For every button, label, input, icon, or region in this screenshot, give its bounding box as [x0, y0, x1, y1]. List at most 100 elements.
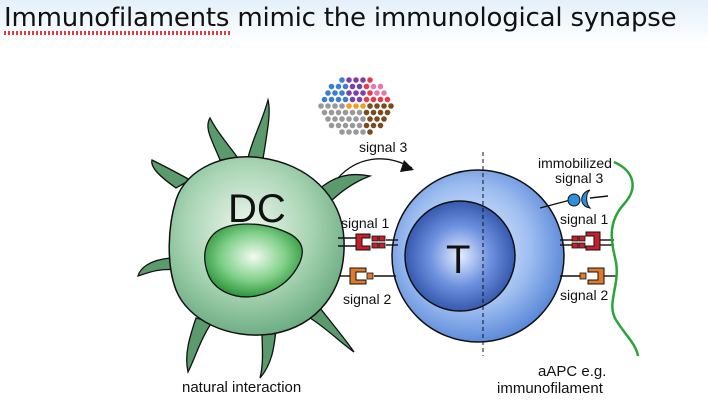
left-synapse	[338, 233, 398, 285]
signal3-label: signal 3	[359, 139, 407, 155]
dendrite	[247, 97, 270, 166]
dendrite	[186, 317, 214, 374]
peptide-icon	[371, 242, 379, 249]
cytokine-dot	[367, 129, 373, 135]
cytokine-dot	[367, 90, 373, 96]
cytokine-dot	[318, 103, 324, 109]
peptide-icon	[371, 235, 379, 242]
cytokine-dot	[356, 122, 363, 129]
right-synapse	[539, 189, 616, 285]
cytokine-dot	[325, 103, 331, 109]
dendrite	[207, 116, 240, 161]
signal2-left-label: signal 2	[343, 291, 391, 307]
cytokine-dot	[363, 122, 370, 129]
cytokine-dot	[363, 96, 370, 103]
cytokine-dot	[384, 109, 391, 116]
signal3-cytokine-cluster	[318, 77, 394, 135]
cytokine-dot	[342, 122, 349, 129]
mhc-mimic-icon	[585, 231, 601, 251]
t-cell-nucleus	[404, 200, 516, 312]
cytokine-dot	[328, 96, 335, 103]
cytokine-dot	[360, 90, 366, 96]
cytokine-dot	[360, 103, 366, 109]
cytokine-dot	[384, 96, 391, 103]
cytokine-dot	[381, 116, 387, 122]
cytokine-dot	[367, 116, 373, 122]
cytokine-dot	[332, 90, 338, 96]
dc-nucleus	[204, 223, 303, 298]
cytokine-dot	[349, 109, 356, 116]
dendrite	[308, 307, 355, 353]
cytokine-dot	[374, 90, 380, 96]
cytokine-dot	[356, 109, 363, 116]
cytokine-dot	[370, 109, 377, 116]
cytokine-dot	[353, 77, 359, 83]
cytokine-dot	[363, 109, 370, 116]
signal1-right-label: signal 1	[560, 211, 608, 227]
peptide-icon	[378, 242, 386, 249]
cytokine-dot	[360, 129, 366, 135]
natural-interaction-label: natural interaction	[182, 379, 301, 396]
signal1-left-label: signal 1	[341, 215, 389, 231]
cytokine-dot	[325, 116, 331, 122]
cytokine-dot	[339, 90, 345, 96]
mhc-receptor-icon	[355, 233, 371, 251]
cytokine-dot	[363, 83, 370, 90]
cytokine-dot	[349, 122, 356, 129]
cytokine-dot	[388, 103, 394, 109]
cytokine-dot	[381, 103, 387, 109]
dendrite	[317, 173, 373, 206]
cytokine-dot	[335, 96, 342, 103]
arrow-head-icon	[400, 160, 414, 172]
cytokine-dot	[339, 77, 345, 83]
cytokine-dot	[325, 90, 331, 96]
peptide-icon	[571, 235, 579, 242]
cytokine-dot	[370, 96, 377, 103]
cytokine-dot	[346, 103, 352, 109]
cytokine-dot	[353, 116, 359, 122]
cytokine-dot	[328, 109, 335, 116]
cytokine-dot	[367, 77, 373, 83]
cytokine-dot	[328, 83, 335, 90]
immobilized-label: immobilized	[538, 155, 612, 171]
cytokine-dot	[321, 96, 328, 103]
costim-receptor-icon	[349, 267, 367, 285]
dendrite	[137, 257, 180, 277]
cytokine-dot	[339, 116, 345, 122]
dendrite	[151, 159, 192, 189]
immunofilament-backbone	[610, 160, 640, 357]
peptide-icon	[378, 235, 386, 242]
cytokine-dot	[374, 103, 380, 109]
cytokine-dot	[353, 90, 359, 96]
cytokine-dot	[353, 129, 359, 135]
cytokine-dot	[321, 109, 328, 116]
cytokine-dot	[360, 116, 366, 122]
slide-title: Immunofilaments mimic the immunological …	[4, 3, 677, 33]
cytokine-dot	[349, 83, 356, 90]
cytokine-dot	[353, 103, 359, 109]
peptide-icon	[578, 242, 586, 249]
cytokine-dot	[377, 83, 384, 90]
cytokine-dot	[377, 122, 384, 129]
cytokine-dot	[346, 116, 352, 122]
cytokine-dot	[346, 129, 352, 135]
peptide-icon	[578, 235, 586, 242]
cytokine-dot	[339, 129, 345, 135]
cytokine-dot	[335, 109, 342, 116]
cytokine-receptor-icon	[581, 189, 592, 209]
costim-mimic-icon	[587, 267, 605, 285]
cytokine-dot	[346, 77, 352, 83]
cytokine-dot	[356, 96, 363, 103]
costim-ligand-icon	[579, 272, 587, 280]
cytokine-dot	[370, 83, 377, 90]
cytokine-dot	[335, 122, 342, 129]
dendrite	[259, 329, 277, 379]
cytokine-dot	[374, 116, 380, 122]
t-cell: T	[391, 169, 565, 343]
cytokine-dot	[332, 116, 338, 122]
signal2-right-label: signal 2	[560, 287, 608, 303]
cytokine-dot	[339, 103, 345, 109]
peptide-icon	[571, 242, 579, 249]
cytokine-dot	[346, 90, 352, 96]
cytokine-dot	[381, 90, 387, 96]
